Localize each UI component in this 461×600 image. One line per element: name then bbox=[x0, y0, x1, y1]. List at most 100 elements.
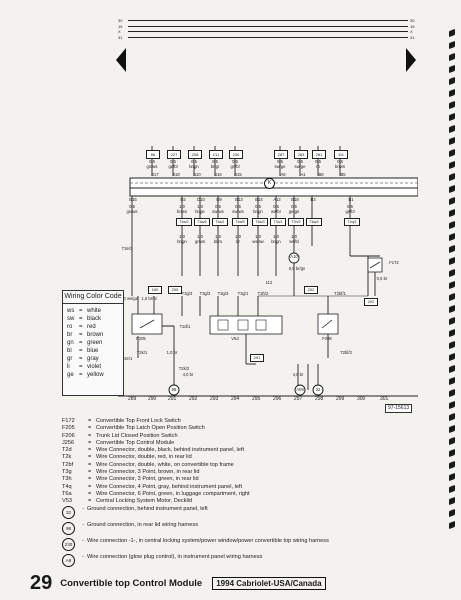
circuit-diagram: K 66 227 208 211 230 287 283 281 111 0,5… bbox=[118, 146, 418, 408]
wire-label: 0,5 br/gn bbox=[288, 266, 306, 271]
connector-t3e: T3e/3 bbox=[121, 246, 133, 251]
wire-label: 1,0 ws/ge bbox=[120, 296, 138, 301]
ground-row: 230 - Wire connection -1-, in central lo… bbox=[62, 538, 362, 551]
connector-208: 208 bbox=[188, 150, 202, 159]
module-pin: B13 bbox=[235, 197, 243, 202]
connector-t6a: T6a/3 bbox=[252, 218, 268, 226]
connector-t2k: T2k/1 bbox=[136, 350, 148, 355]
next-page-arrow-icon[interactable] bbox=[406, 48, 416, 72]
connector-112: 112 bbox=[265, 280, 273, 285]
legend-row: F172=Convertible Top Front Lock Switch bbox=[62, 418, 181, 424]
track-number: 300 bbox=[357, 396, 366, 402]
color-row: gn=green bbox=[67, 340, 103, 346]
legend-row: T2bf=Wire Connector, double, white, on c… bbox=[62, 461, 234, 468]
a10-label: A10 bbox=[290, 254, 298, 259]
top-rail-labels-left: 30 15 X 31 bbox=[118, 18, 122, 40]
terminal-label: B8 bbox=[318, 172, 324, 177]
module-pin: B18 bbox=[291, 197, 299, 202]
connector-160: 160 bbox=[148, 286, 162, 294]
ground-symbol-icon: 98 bbox=[62, 522, 75, 535]
connector-t2d: T2d/1 bbox=[179, 324, 191, 329]
wiring-color-code-key: Wiring Color Code ws=white sw=black ro=r… bbox=[62, 290, 124, 396]
rail-label: 31 bbox=[118, 34, 123, 40]
module-pin: D9 bbox=[216, 197, 222, 202]
ground-32-marker: 32 bbox=[315, 387, 321, 392]
terminal-label: B15 bbox=[234, 172, 242, 177]
track-number: 301 bbox=[380, 396, 389, 402]
connector-283: 283 bbox=[294, 150, 308, 159]
terminal-label: B18 bbox=[172, 172, 180, 177]
connector-t2e: T2e/1 bbox=[121, 356, 133, 361]
legend-row: T6a=Wire Connector, 6 Point, green, in l… bbox=[62, 490, 250, 497]
connector-205: 205 bbox=[168, 286, 182, 294]
track-number: 290 bbox=[148, 396, 157, 402]
ground-98-marker: 98 bbox=[171, 387, 177, 392]
wire-label: 4,0 br bbox=[182, 372, 194, 377]
track-number: 294 bbox=[231, 396, 240, 402]
rail-label: 15 bbox=[118, 23, 123, 29]
terminal-label: A1 bbox=[300, 172, 306, 177]
ground-connections-legend: 32 - Ground connection, behind instrumen… bbox=[62, 506, 362, 570]
wire-label: 1,0 br bbox=[166, 350, 178, 355]
rail-label: 15 bbox=[410, 23, 415, 29]
module-pin: D2 bbox=[180, 197, 186, 202]
connector-t3g: T3g/1 bbox=[237, 291, 249, 296]
rail-label: 30 bbox=[410, 18, 415, 23]
module-pin: A12 bbox=[273, 197, 281, 202]
track-number: 293 bbox=[210, 396, 219, 402]
module-pin: D10 bbox=[197, 197, 205, 202]
page-footer: 29 Convertible top Control Module 1994 C… bbox=[30, 572, 326, 595]
f172-label: F172 bbox=[389, 260, 399, 265]
ground-row: 32 - Ground connection, behind instrumen… bbox=[62, 506, 362, 519]
connector-t4q: T4q/1 bbox=[344, 218, 360, 226]
connector-t2k: T2k/2 bbox=[178, 366, 190, 371]
color-row: ro=red bbox=[67, 324, 96, 330]
color-row: gr=gray bbox=[67, 356, 99, 362]
previous-page-arrow-icon[interactable] bbox=[116, 48, 126, 72]
diagram-reference-code: 97-15613 bbox=[385, 404, 413, 413]
terminal-label: B10 bbox=[193, 172, 201, 177]
v53-label: V53 bbox=[231, 336, 239, 341]
module-pin: B15 bbox=[129, 197, 137, 202]
connector-t6a: T6a/1 bbox=[212, 218, 228, 226]
connector-t3g: T3g/3 bbox=[181, 291, 193, 296]
rail-label: X bbox=[410, 29, 413, 34]
track-number: 299 bbox=[336, 396, 345, 402]
rail-label: X bbox=[118, 29, 121, 34]
connector-t3h: T3h/2 bbox=[257, 291, 269, 296]
connector-t2bf: T2bf/2 bbox=[340, 350, 352, 355]
connector-t6a: T6a/5 bbox=[232, 218, 248, 226]
connector-t6a: T6a/2 bbox=[176, 218, 192, 226]
terminal-label: B5 bbox=[340, 172, 346, 177]
terminal-label: A8 bbox=[280, 172, 286, 177]
legend-row: T2d=Wire Connector, double, black, behin… bbox=[62, 447, 245, 454]
color-row: br=brown bbox=[67, 332, 104, 338]
legend-row: T3g=Wire Connector, 3 Point, brown, in r… bbox=[62, 469, 200, 476]
track-number: 298 bbox=[315, 396, 324, 402]
track-number: 296 bbox=[273, 396, 282, 402]
connector-t3h: T3h/2 bbox=[288, 218, 304, 226]
track-number: 295 bbox=[252, 396, 261, 402]
legend-row: V53=Central Locking System Motor, Deckli… bbox=[62, 498, 193, 505]
color-row: li=violet bbox=[67, 364, 102, 370]
color-row: ge=yellow bbox=[67, 372, 104, 378]
wire-label: 1,0 br/bl bbox=[141, 296, 157, 301]
connector-111: 111 bbox=[334, 150, 348, 159]
terminal-label: B17 bbox=[151, 172, 159, 177]
connector-66: 66 bbox=[146, 150, 160, 159]
track-number: 291 bbox=[168, 396, 177, 402]
top-rails bbox=[128, 20, 408, 40]
track-number: 297 bbox=[294, 396, 303, 402]
